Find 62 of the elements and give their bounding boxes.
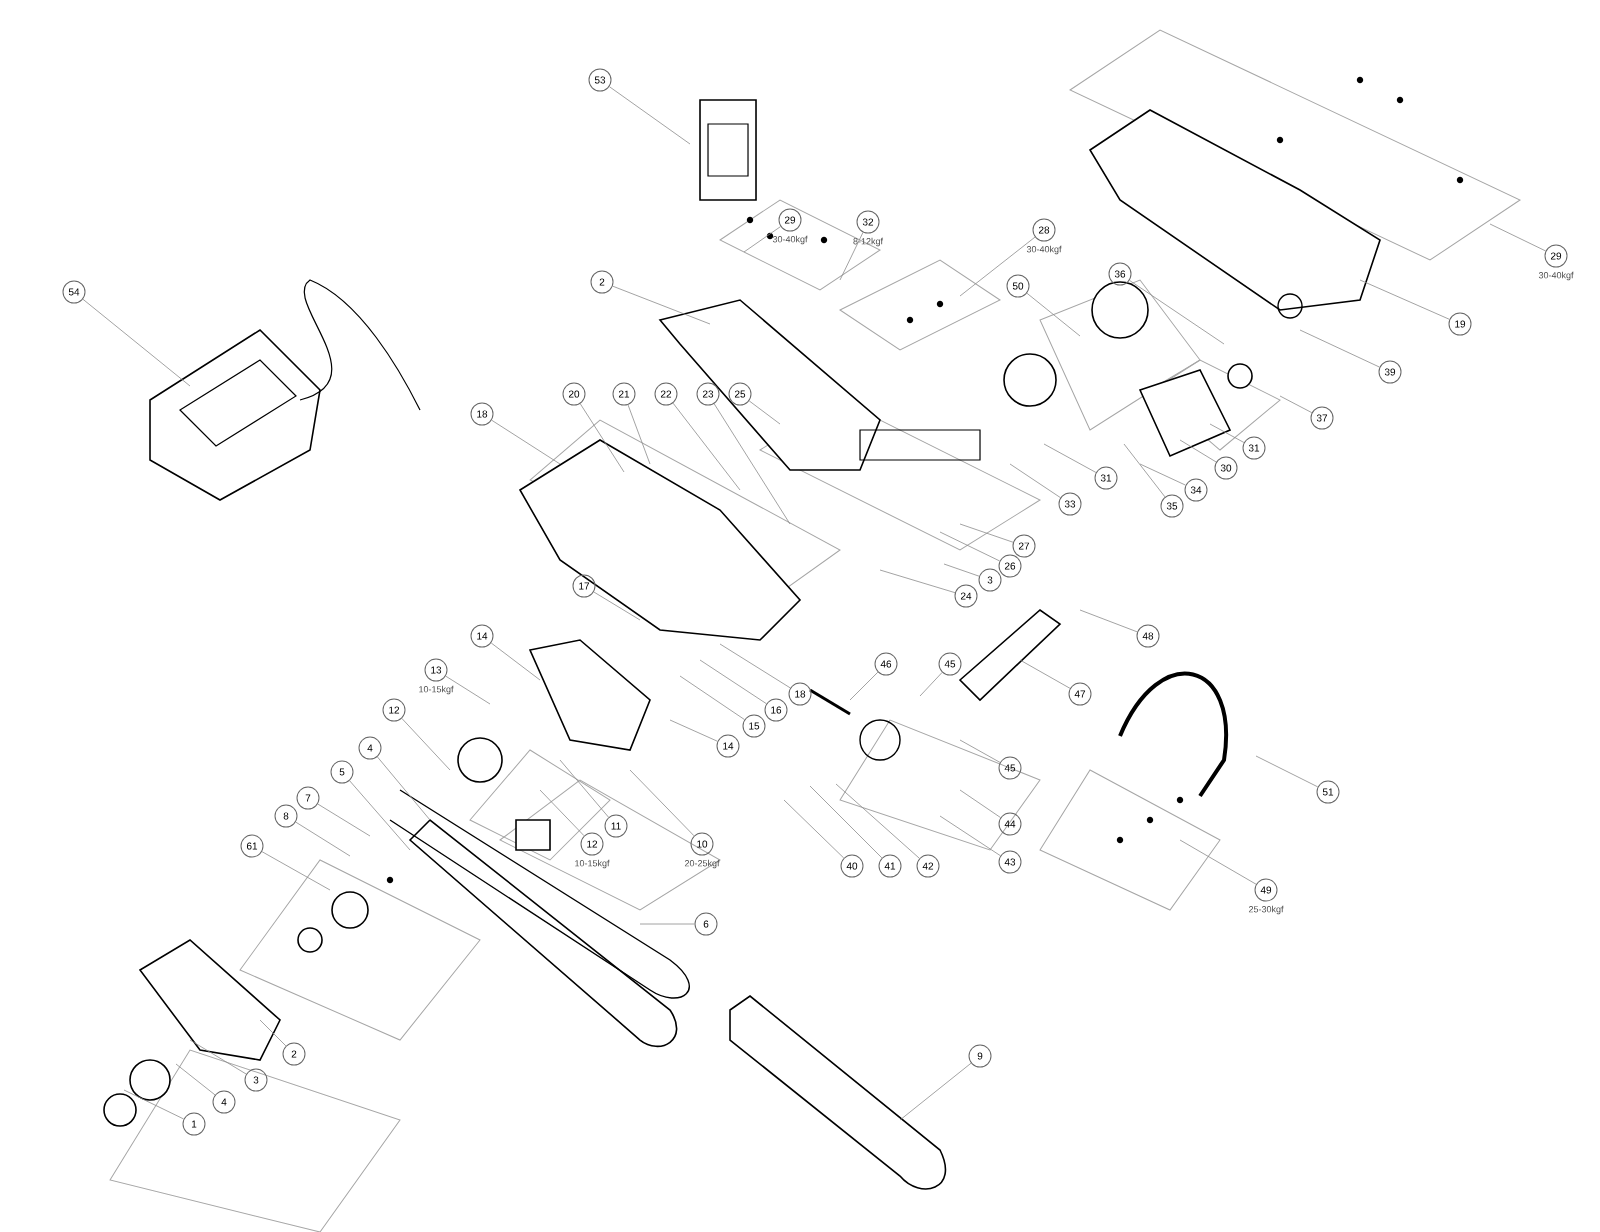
leader-line [376,756,431,821]
leader-line [713,403,791,525]
leader-line [1019,659,1071,689]
leader-line [259,1019,287,1047]
leader-line [189,1039,247,1075]
leader-line [609,86,691,145]
leader-line [639,923,695,925]
leader-line [1179,439,1217,463]
leader-line [1079,609,1138,633]
leader-line [627,404,651,465]
leader-line [1359,279,1450,320]
leader-line [1009,463,1061,499]
leader-line [295,821,351,857]
leader-line [445,675,491,705]
leader-line [1043,443,1097,473]
leader-line [849,671,879,701]
leader-line [699,659,767,705]
leader-line [491,419,561,465]
leader-line [349,780,411,851]
leader-line [1489,223,1547,252]
leader-line [959,789,1001,818]
leader-line [1255,755,1319,788]
leader-line [809,785,883,859]
leader-line [959,523,1014,543]
leader-line [490,642,541,681]
leader-line [612,285,711,325]
leader-line [539,789,585,837]
leader-line [679,675,745,720]
leader-line [783,799,845,859]
leader-line [1179,839,1257,885]
leader-line [748,400,781,425]
leader-line [899,1062,972,1121]
leader-line [1026,292,1081,337]
leader-line [943,563,980,577]
leader-line [175,1063,216,1096]
leader-line [959,236,1036,297]
leader-line [1129,280,1225,345]
leader-line [579,403,625,473]
leader-line [959,739,1001,763]
leader-line [1123,443,1166,498]
leader-line [317,803,371,837]
leader-line [401,718,451,771]
leader-line [743,226,781,253]
leader-line [629,769,695,837]
leader-line [919,672,943,697]
leader-line [123,1089,185,1120]
leader-line [939,531,1001,562]
leader-line [559,759,609,818]
leader-line [1139,463,1186,486]
leader-line [839,231,864,281]
leader-line [719,643,791,689]
leader-line [669,719,718,742]
leader-line [879,569,956,594]
leader-line [835,783,920,859]
leader-line [939,815,1001,857]
leader-line [82,298,191,387]
leader-line [672,402,741,491]
leader-line [1279,395,1313,414]
leader-line [261,851,331,891]
leader-line [1209,423,1245,443]
leader-line [1299,329,1380,368]
leader-line [593,591,641,621]
